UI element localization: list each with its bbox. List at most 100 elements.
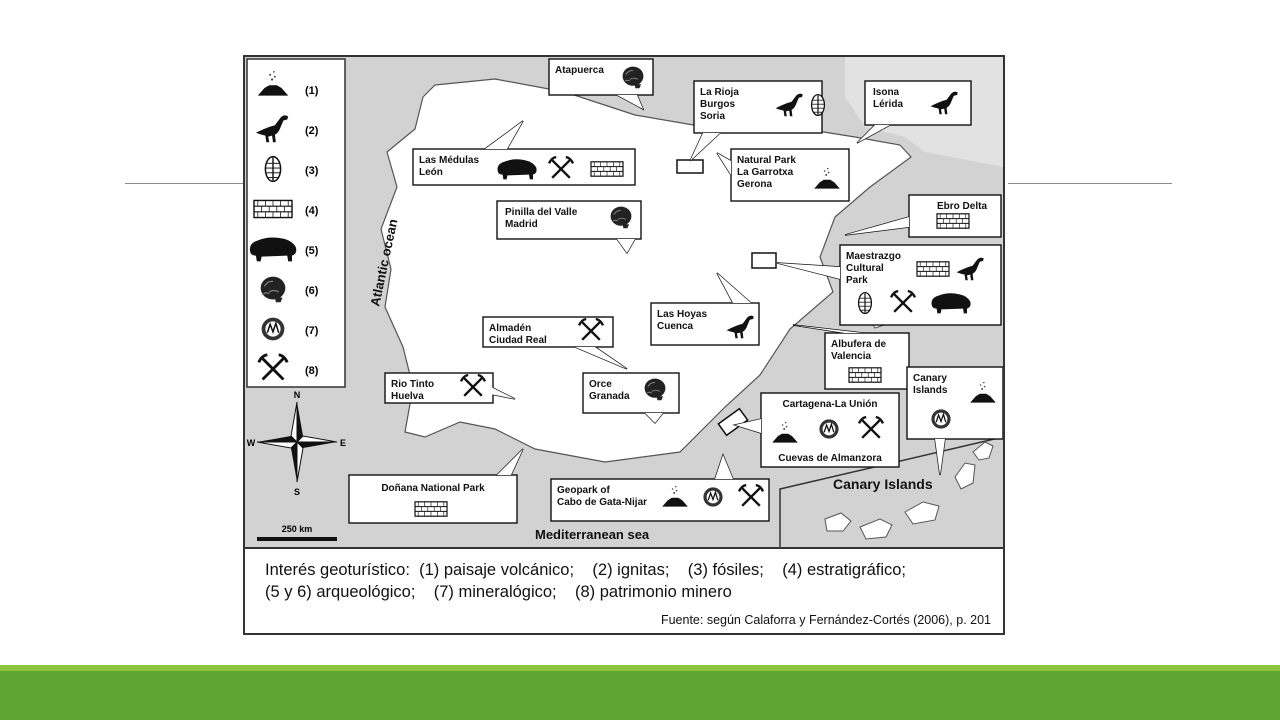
marker-rioja: [676, 159, 704, 174]
caption-source: Fuente: según Calaforra y Fernández-Cort…: [660, 613, 991, 627]
compass-w: W: [247, 438, 256, 448]
callout-text: Cuenca: [657, 321, 694, 332]
callout-text: Cultural: [846, 263, 884, 274]
trilobite-icon: [857, 291, 873, 315]
footer-band-highlight: [0, 665, 1280, 671]
right-divider: [1008, 183, 1172, 184]
scale-bar: 250 km: [257, 524, 337, 541]
mineral-icon: [930, 408, 952, 430]
callout-text: Las Hoyas: [657, 309, 707, 320]
canary-island-4: [954, 462, 976, 490]
mineral-icon: [702, 486, 724, 508]
callout-text: Rio Tinto: [391, 379, 434, 390]
canary-inset-border: [779, 436, 1003, 547]
compass-rose: N S E W: [247, 390, 346, 497]
strata-icon: [848, 367, 882, 383]
canary-label: Canary Islands: [833, 476, 933, 492]
marker-cartagena: [717, 407, 749, 437]
callout-text: Doñana National Park: [381, 483, 485, 494]
callout-text: Islands: [913, 385, 948, 396]
strata-icon: [590, 161, 624, 177]
callout-text: Maestrazgo: [846, 251, 901, 262]
compass-e: E: [340, 438, 346, 448]
legend-label: (8): [305, 365, 319, 377]
strata-icon: [916, 261, 950, 277]
callout-text: Albufera de: [831, 339, 886, 350]
callout-text: Cabo de Gata-Nijar: [557, 497, 647, 508]
callout-text: Park: [846, 275, 868, 286]
legend-box: [246, 58, 346, 388]
left-divider: [125, 183, 243, 184]
canary-island-5: [972, 441, 994, 461]
geotourism-figure: (1)(2)(3)(4)(5)(6)(7)(8) N S E W 250 km …: [243, 55, 1005, 635]
canary-island-3: [904, 501, 940, 525]
callout-text: Lérida: [873, 99, 903, 110]
callout-atapuerca: Atapuerca: [548, 58, 654, 111]
legend-label: (4): [305, 205, 319, 217]
legend-label: (2): [305, 125, 319, 137]
scale-label: 250 km: [282, 524, 313, 534]
callout-text: Huelva: [391, 391, 424, 402]
mineral-icon: [260, 316, 286, 342]
callout-text: Atapuerca: [555, 65, 604, 76]
legend-label: (6): [305, 285, 319, 297]
callout-text: Ebro Delta: [937, 201, 987, 212]
callout-text: Burgos: [700, 99, 735, 110]
callout-text: Canary: [913, 373, 947, 384]
callout-text: Isona: [873, 87, 900, 98]
callout-text: La Garrotxa: [737, 167, 794, 178]
callout-text: Pinilla del Valle: [505, 207, 578, 218]
caption-line-2: (5 y 6) arqueológico; (7) mineralógico; …: [265, 583, 732, 601]
mineral-icon: [818, 418, 840, 440]
callout-text: Cuevas de Almanzora: [778, 453, 882, 464]
callout-ebro-delta: Ebro Delta: [844, 194, 1002, 238]
callout-text: Las Médulas: [419, 155, 479, 166]
compass-s: S: [294, 487, 300, 497]
strata-icon: [253, 199, 293, 219]
callout-text: Almadén: [489, 323, 531, 334]
callout-text: León: [419, 167, 443, 178]
callout-text: Ciudad Real: [489, 335, 547, 346]
strata-icon: [414, 501, 448, 517]
callout-text: Orce: [589, 379, 612, 390]
callout-text: Natural Park: [737, 155, 796, 166]
strata-icon: [936, 213, 970, 229]
canary-island-1: [824, 512, 852, 532]
spain-geotourism-map: (1)(2)(3)(4)(5)(6)(7)(8) N S E W 250 km …: [245, 57, 1003, 547]
callout-do-ana-national-park: Doñana National Park: [348, 448, 524, 524]
callout-text: Valencia: [831, 351, 871, 362]
trilobite-icon: [810, 93, 826, 117]
legend-label: (3): [305, 165, 319, 177]
canary-island-2: [859, 518, 893, 540]
callout-text: La Rioja: [700, 87, 739, 98]
figure-caption: Interés geoturístico: (1) paisaje volcán…: [245, 547, 1003, 633]
callout-text: Cartagena-La Unión: [782, 399, 877, 410]
legend-label: (5): [305, 245, 319, 257]
callout-text: Geopark of: [557, 485, 610, 496]
trilobite-icon: [264, 155, 282, 183]
callout-text: Gerona: [737, 179, 772, 190]
compass-n: N: [294, 390, 301, 400]
mediterranean-label: Mediterranean sea: [535, 527, 650, 542]
footer-band: [0, 671, 1280, 720]
callout-text: Granada: [589, 391, 630, 402]
legend-label: (7): [305, 325, 319, 337]
caption-line-1: Interés geoturístico: (1) paisaje volcán…: [265, 561, 907, 579]
callout-text: Soria: [700, 111, 725, 122]
legend-label: (1): [305, 85, 319, 97]
marker-maestrazgo: [751, 252, 777, 269]
callout-text: Madrid: [505, 219, 538, 230]
